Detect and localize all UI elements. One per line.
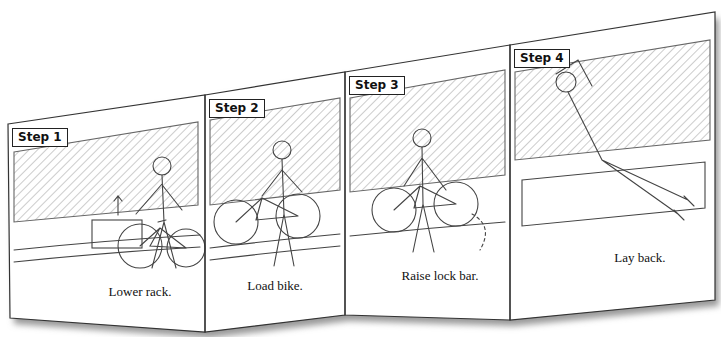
step-panel: Step 2 Load bike. — [205, 72, 345, 332]
person-head — [556, 72, 576, 92]
bus-window — [210, 98, 340, 205]
person-head — [273, 141, 291, 159]
person-body — [404, 147, 446, 252]
person-head — [153, 157, 171, 175]
bus-window — [350, 70, 505, 192]
person-body — [262, 159, 302, 266]
step-heading: Step 4 — [514, 49, 570, 68]
step-panel: Step 4 Lay back. — [510, 12, 715, 320]
step-panel: Step 1 Lower rack. — [8, 95, 205, 332]
person-body — [556, 60, 694, 220]
person-body — [136, 175, 182, 268]
step-panel: Step 3 Raise lock bar. — [345, 45, 510, 320]
bike-frame — [394, 186, 456, 210]
step-caption: Load bike. — [245, 278, 305, 293]
step-heading: Step 3 — [349, 76, 405, 95]
paper — [8, 12, 715, 332]
step-heading: Step 2 — [209, 99, 265, 118]
panel-border — [8, 95, 205, 332]
panel-border — [345, 45, 510, 320]
bus-window — [515, 40, 710, 160]
person-head — [413, 129, 431, 147]
motion-arrow — [114, 196, 122, 215]
step-caption: Lower rack. — [107, 284, 174, 299]
lock-bar-path — [472, 214, 485, 250]
step-caption: Raise lock bar. — [400, 268, 481, 283]
panel-border — [510, 12, 715, 320]
bus-seat — [522, 162, 705, 226]
bus-bumper — [210, 234, 340, 260]
bike-frame — [236, 198, 298, 222]
step-caption: Lay back. — [612, 250, 667, 265]
panel-border — [205, 72, 345, 332]
step-heading: Step 1 — [12, 128, 68, 147]
